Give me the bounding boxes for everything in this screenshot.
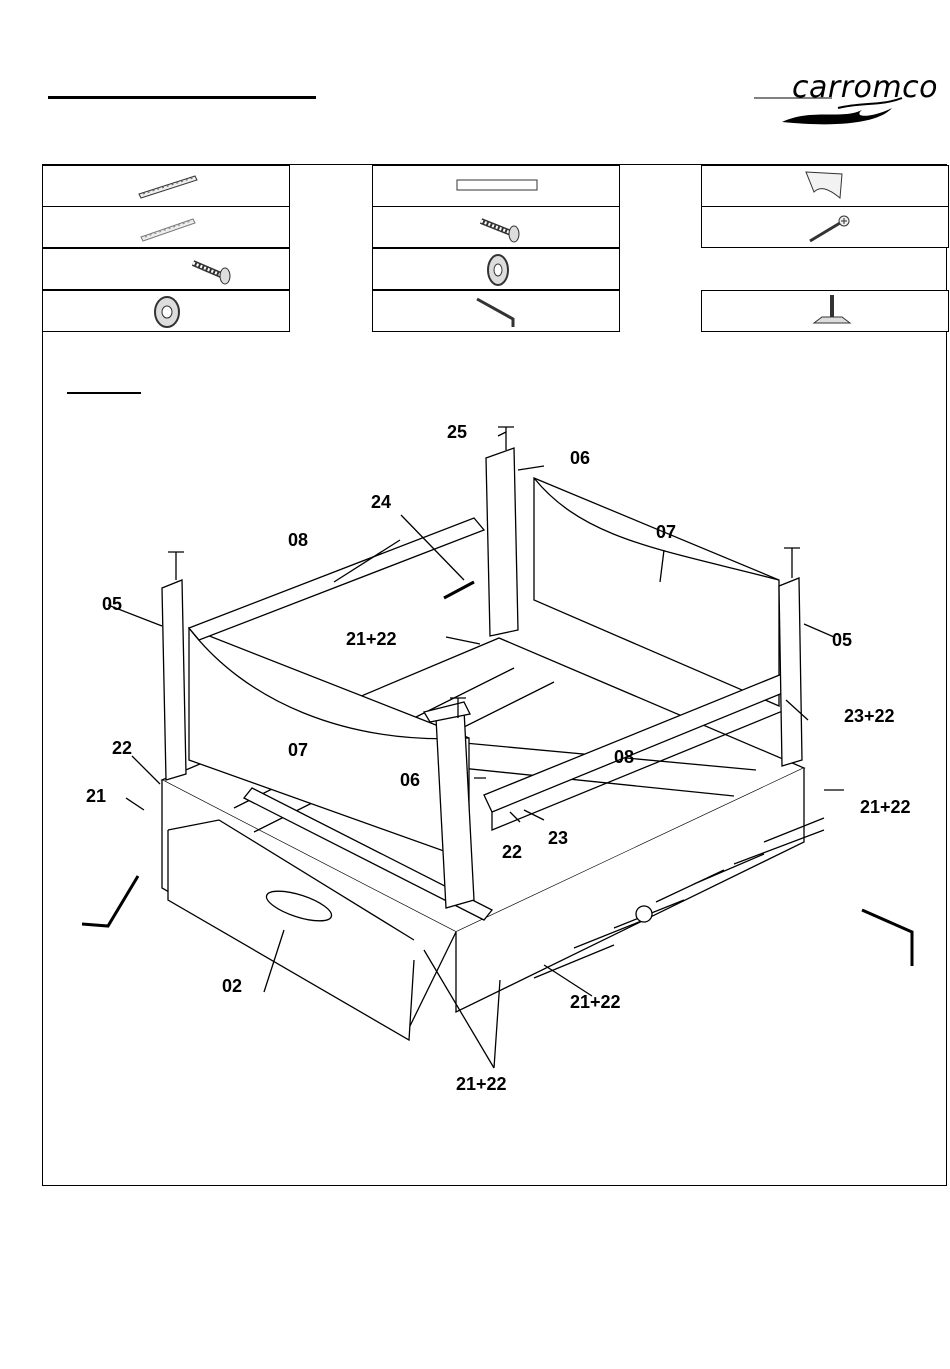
label-23-mid: 23 xyxy=(548,828,568,848)
part-cell xyxy=(701,290,949,332)
flat-plate-icon xyxy=(373,166,621,208)
washer-icon xyxy=(43,291,291,333)
part-cell xyxy=(701,206,949,248)
part-cell xyxy=(42,206,290,248)
label-22-mid: 22 xyxy=(502,842,522,862)
label-05-left: 05 xyxy=(102,594,122,614)
label-08-top: 08 xyxy=(288,530,308,550)
label-21-22-c: 21+22 xyxy=(570,992,621,1012)
leveler-foot-icon xyxy=(702,291,950,333)
label-21-22-d: 21+22 xyxy=(456,1074,507,1094)
label-21-22-a: 21+22 xyxy=(346,629,397,649)
bolt-icon xyxy=(43,249,291,291)
exploded-assembly-diagram: 25 06 24 08 07 05 05 21+22 23+22 22 07 0… xyxy=(44,400,924,1120)
long-bracket-icon xyxy=(43,166,291,208)
part-cell xyxy=(372,290,620,332)
label-25: 25 xyxy=(447,422,467,442)
step-underline xyxy=(67,392,141,394)
label-21-22-b: 21+22 xyxy=(860,797,911,817)
brand-logo: carromco xyxy=(752,68,932,130)
wood-screw-icon xyxy=(702,207,950,249)
part-cell xyxy=(372,206,620,248)
label-05-right: 05 xyxy=(832,630,852,650)
label-07-right: 07 xyxy=(656,522,676,542)
title-underline xyxy=(48,96,316,99)
label-02: 02 xyxy=(222,976,242,996)
corner-wedge-icon xyxy=(702,166,950,208)
label-22-left: 22 xyxy=(112,738,132,758)
part-cell xyxy=(701,165,949,207)
bolt-icon xyxy=(373,207,621,249)
label-06-top: 06 xyxy=(570,448,590,468)
part-cell xyxy=(372,165,620,207)
label-08-front: 08 xyxy=(614,747,634,767)
label-23-22: 23+22 xyxy=(844,706,895,726)
label-06-front: 06 xyxy=(400,770,420,790)
part-cell xyxy=(42,248,290,290)
part-cell xyxy=(42,290,290,332)
part-cell xyxy=(372,248,620,290)
long-bracket-icon xyxy=(43,207,291,249)
label-24: 24 xyxy=(371,492,391,512)
allen-key-icon xyxy=(373,291,621,333)
label-07-left: 07 xyxy=(288,740,308,760)
washer-icon xyxy=(373,249,621,291)
part-cell xyxy=(42,165,290,207)
brand-name: carromco xyxy=(792,70,938,105)
label-21-left: 21 xyxy=(86,786,106,806)
